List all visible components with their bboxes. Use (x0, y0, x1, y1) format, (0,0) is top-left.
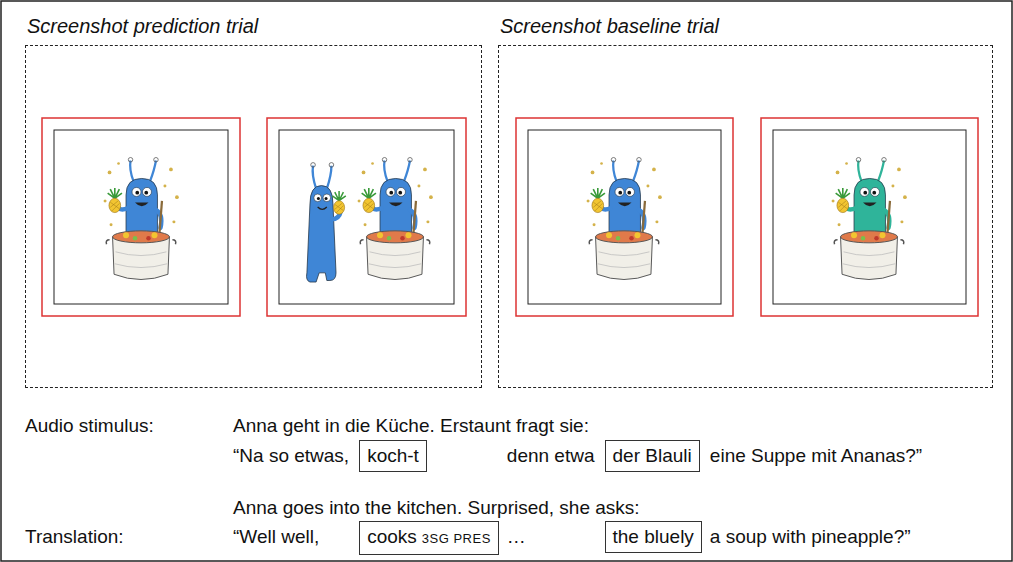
stimulus-text: Audio stimulus: (25, 414, 154, 438)
word-box: the bluely (605, 521, 702, 553)
word-text: the bluely (613, 526, 694, 547)
stimulus-text: Anna goes into the kitchen. Surprised, s… (233, 496, 640, 520)
trial-panel: Screenshot prediction trial (25, 45, 482, 388)
word-box: koch-t (359, 440, 427, 472)
panel-title: Screenshot baseline trial (500, 15, 719, 38)
stimulus-text: … (507, 525, 526, 549)
gloss-text: 3SG PRES (422, 531, 491, 546)
stimulus-text: Translation: (25, 525, 124, 549)
stimulus-text: Anna geht in die Küche. Erstaunt fragt s… (233, 414, 589, 438)
stimulus-text: eine Suppe mit Ananas?” (710, 444, 922, 468)
word-text: cooks (367, 526, 417, 547)
word-text: koch-t (367, 445, 419, 466)
word-box: der Blauli (605, 440, 700, 472)
stimulus-text: “Na so etwas, (233, 444, 349, 468)
stimulus-text: denn etwa (507, 444, 595, 468)
stimulus-text: a soup with pineapple?” (710, 525, 911, 549)
trial-panel: Screenshot baseline trial (498, 45, 993, 388)
word-text: der Blauli (613, 445, 692, 466)
panel-title: Screenshot prediction trial (27, 15, 258, 38)
word-box: cooks 3SG PRES (359, 521, 499, 555)
stimulus-text: “Well well, (233, 525, 319, 549)
